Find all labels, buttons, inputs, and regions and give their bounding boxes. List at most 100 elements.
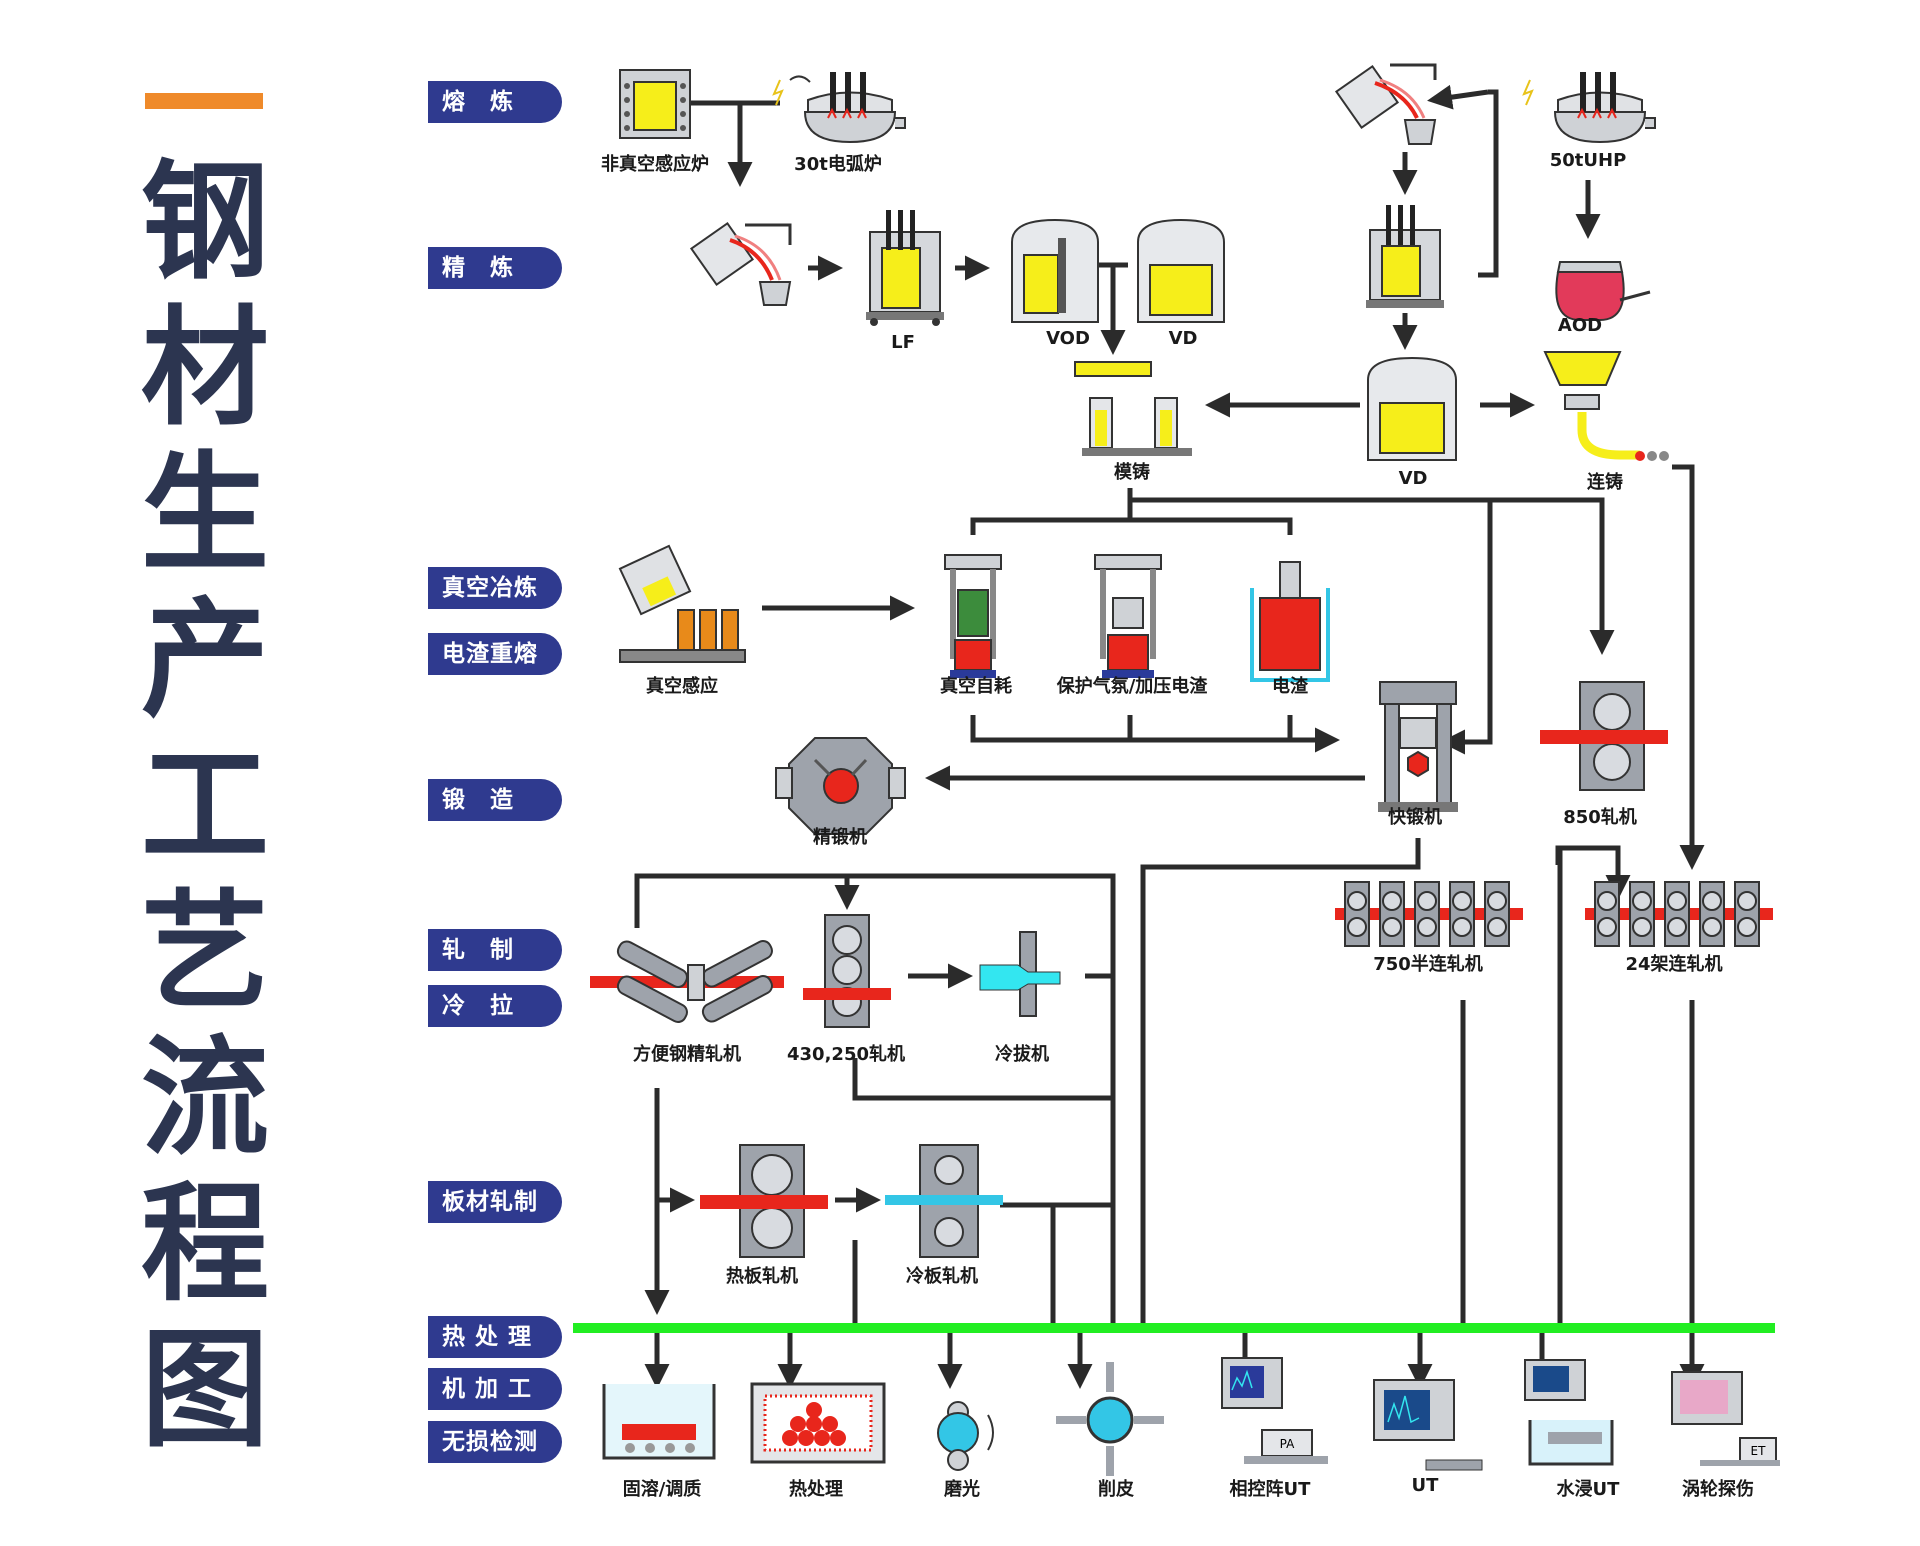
page-title: 钢 材 生 产 工 艺 流 程 图: [140, 150, 270, 1464]
continuous-24-icon: [1585, 881, 1773, 947]
vod-vessel-icon: [1011, 218, 1099, 323]
eddy-current-icon: ET: [1671, 1371, 1780, 1466]
label-polishing: 磨光: [944, 1479, 980, 1500]
lf-furnace-right-icon: [1366, 205, 1444, 308]
label-fast-forging-press: 快锻机: [1388, 807, 1442, 828]
label-uhp-50t: 50tUHP: [1549, 150, 1627, 171]
label-non-vacuum-induction-furnace: 非真空感应炉: [601, 154, 709, 175]
solution-treatment-icon: [602, 1384, 716, 1460]
phased-array-ut-icon: PA: [1221, 1357, 1328, 1464]
label-peeling: 削皮: [1098, 1479, 1134, 1500]
label-fangbian-finishing-mill: 方便钢精轧机: [633, 1044, 741, 1065]
arrow-uhp-to-ladle: [1427, 84, 1489, 110]
stage-cold-drawing: 冷 拉: [428, 985, 562, 1027]
stage-heat-treatment: 热 处 理: [428, 1316, 562, 1358]
connector: [1478, 89, 1499, 278]
uhp-furnace-icon: [1522, 72, 1656, 144]
precision-forging-icon: [775, 737, 906, 835]
protective-esr-icon: [1094, 554, 1162, 678]
connector: [852, 1058, 1113, 1101]
label-continuous-casting: 连铸: [1587, 472, 1623, 493]
label-eddy-current: 涡轮探伤: [1682, 1479, 1754, 1500]
connector: [634, 873, 1116, 1326]
title-accent-bar: [145, 93, 263, 109]
tilting-ladle-icon: [689, 221, 792, 306]
arrow-cc-to-24mill: [1672, 464, 1705, 870]
vacuum-induction-icon: [618, 544, 746, 663]
ingot-casting-icon: [1074, 361, 1192, 456]
aod-converter-icon: [1555, 261, 1651, 321]
connector: [1140, 838, 1421, 1326]
arrow-casting-to-press: [1440, 500, 1493, 755]
label-mill-430-250: 430,250轧机: [787, 1044, 905, 1065]
title-char: 材: [140, 294, 269, 443]
mill-430-250-icon: [803, 914, 891, 1028]
stage-vacuum-smelting: 真空冶炼: [428, 567, 562, 609]
label-cold-drawing: 冷拔机: [995, 1044, 1049, 1065]
stage-smelting: 熔 炼: [428, 81, 562, 123]
label-ut: UT: [1411, 1475, 1439, 1496]
arrow-casting-to-850: [1130, 497, 1615, 655]
title-char: 艺: [140, 878, 269, 1027]
connector: [970, 517, 1293, 535]
cold-drawing-icon: [979, 931, 1061, 1017]
title-char: 生: [140, 440, 269, 589]
cold-plate-mill-icon: [885, 1144, 1003, 1258]
label-lf: LF: [891, 332, 915, 353]
title-char: 程: [140, 1170, 269, 1319]
label-semi-continuous-750: 750半连轧机: [1373, 954, 1483, 975]
label-immersion-ut: 水浸UT: [1556, 1479, 1620, 1500]
vd-vessel-middle-icon: [1367, 356, 1457, 461]
label-vd-mid: VD: [1398, 468, 1428, 489]
stage-ndt: 无损检测: [428, 1421, 562, 1463]
tilting-ladle-right-icon: [1334, 63, 1437, 145]
fast-forging-press-icon: [1378, 681, 1458, 812]
immersion-ut-icon: [1524, 1359, 1614, 1466]
stage-refining: 精 炼: [428, 247, 562, 289]
title-char: 图: [140, 1316, 269, 1465]
label-vd-top: VD: [1168, 328, 1198, 349]
electric-arc-furnace-icon: [772, 72, 906, 144]
et-icon-text: ET: [1751, 1444, 1767, 1458]
polishing-icon: [937, 1401, 994, 1471]
induction-furnace-icon: [619, 69, 691, 139]
label-rolling-850: 850轧机: [1563, 807, 1637, 828]
title-char: 工: [140, 732, 269, 881]
vd-vessel-icon: [1137, 218, 1225, 323]
lf-furnace-icon: [866, 210, 944, 326]
stage-rolling: 轧 制: [428, 929, 562, 971]
title-char: 钢: [140, 148, 269, 297]
label-phased-array-ut: 相控阵UT: [1229, 1479, 1311, 1500]
heat-treatment-furnace-icon: [750, 1382, 886, 1464]
stage-machining: 机 加 工: [428, 1368, 562, 1410]
label-esr: 电渣: [1272, 676, 1308, 697]
label-ingot-casting: 模铸: [1114, 462, 1150, 483]
label-precision-forging: 精锻机: [813, 827, 867, 848]
label-continuous-24: 24架连轧机: [1625, 954, 1723, 975]
semi-continuous-750-icon: [1335, 881, 1523, 947]
title-char: 产: [140, 586, 269, 735]
label-protective-esr: 保护气氛/加压电渣: [1056, 676, 1208, 697]
label-eaf-30t: 30t电弧炉: [794, 154, 882, 175]
stage-plate-rolling: 板材轧制: [428, 1181, 562, 1223]
label-hot-plate-mill: 热板轧机: [726, 1266, 798, 1287]
peeling-icon: [1056, 1362, 1164, 1476]
vacuum-consumable-icon: [944, 554, 1002, 678]
continuous-caster-icon: [1543, 351, 1669, 461]
label-cold-plate-mill: 冷板轧机: [906, 1266, 978, 1287]
title-char: 流: [140, 1024, 269, 1173]
hot-plate-mill-icon: [700, 1144, 828, 1258]
stage-electroslag: 电渣重熔: [428, 633, 562, 675]
esr-furnace-icon: [1250, 561, 1330, 682]
arrow-remelt-to-press: [970, 715, 1340, 753]
finishing-mill-icon: [590, 940, 784, 1023]
pa-icon-text: PA: [1280, 1437, 1295, 1451]
label-heat-treatment: 热处理: [789, 1479, 843, 1500]
ut-instrument-icon: [1373, 1379, 1483, 1471]
label-vod: VOD: [1046, 328, 1090, 349]
stage-forging: 锻 造: [428, 779, 562, 821]
label-solution-treatment: 固溶/调质: [622, 1479, 702, 1500]
label-vacuum-induction: 真空感应: [646, 676, 718, 697]
label-aod: AOD: [1557, 315, 1603, 336]
